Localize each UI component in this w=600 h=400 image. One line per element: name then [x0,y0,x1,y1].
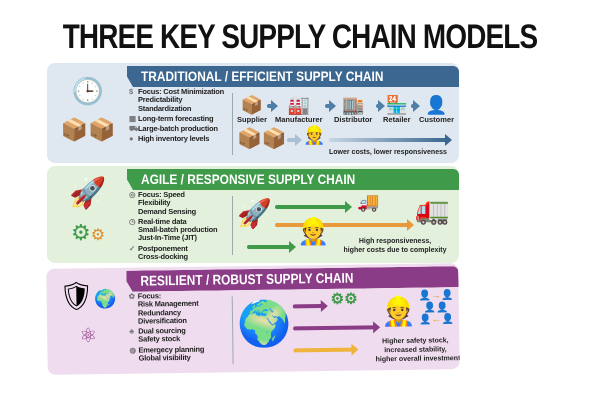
arrow-icon [376,100,385,112]
container-truck-icon: 🚛 [415,194,450,225]
list-item: Real-time data [138,216,187,226]
truck-icon: 🚚 [357,192,380,212]
list-item: Long-term forecasting [138,113,214,123]
list-item: Flexibility [138,198,171,208]
people-icon: ♣ [129,326,134,336]
panel-heading: RESILIENT / ROBUST SUPPLY CHAIN [126,266,458,292]
resilient-features: ✿ Focus: Risk Management Redundancy Dive… [129,291,232,365]
traditional-features: $ Focus: Cost Minimization Predictabilit… [129,87,231,146]
list-item: Demand Sensing [138,206,197,216]
agile-panel: AGILE / RESPONSIVE SUPPLY CHAIN 🚀⚙⚙ ◎ Fo… [47,166,459,263]
node-distributor: 🏬Distributor [334,95,373,124]
traditional-panel: TRADITIONAL / EFFICIENT SUPPLY CHAIN 🕒📦📦… [47,63,459,163]
divider [232,93,233,155]
panel-heading-text: RESILIENT / ROBUST SUPPLY CHAIN [140,269,354,289]
list-item: Small-batch production [138,225,218,235]
rocket-gears-icon: 🚀⚙⚙ [69,177,107,246]
arrow-icon [329,134,452,146]
list-item: Standardization [138,103,192,113]
node-retailer: 🏪Retailer [383,95,411,124]
arrow-icon [411,100,420,112]
list-item: Cross-docking [138,252,188,262]
arrow-icon [325,100,336,112]
boxes-icon: 📦 [240,95,264,115]
arrow-icon [293,347,354,353]
arrow-icon [275,219,414,231]
agile-flow: 🚀 🚚 👷 🚛 High responsiveness,higher costs… [237,192,457,259]
list-item: Focus: Speed [138,190,185,199]
list-item: Large-batch production [138,124,218,134]
agile-features: ◎ Focus: Speed Flexibility Demand Sensin… [129,190,231,263]
panel-heading-text: TRADITIONAL / EFFICIENT SUPPLY CHAIN [141,68,384,84]
node-manufacturer: 🏭Manufacturer [275,95,323,124]
money-bag-icon: ● [129,134,134,144]
arrow-icon [267,100,278,112]
arrow-icon [292,304,323,309]
resilient-panel: RESILIENT / ROBUST SUPPLY CHAIN 🛡🌍⚛ ✿ Fo… [46,263,460,375]
resilient-flow: 🌍 ⚙⚙ 👷 👤→👤👤👤👤←👤 Higher safety stock,incr… [236,290,460,368]
divider [232,196,233,255]
warehouse-icon: 🏬 [341,95,365,115]
store-icon: 🏪 [385,95,408,115]
arrow-icon [287,134,302,146]
clock-icon: ◷ [129,216,136,226]
truck-icon: ⛟ [129,124,139,134]
conveyor-clock-icon: 🕒📦📦 [60,76,116,143]
network-people-icon: 👤→👤👤👤👤←👤 [418,290,455,326]
check-icon: ✓ [129,243,136,253]
flower-icon: ✿ [128,291,135,301]
worker-tablet-icon: 👷 [297,216,330,246]
list-item: Postponement [138,243,188,253]
outcome-text: High responsiveness,higher costs due to … [343,238,447,254]
list-item: Safety stock [138,334,181,345]
page-title: THREE KEY SUPPLY CHAIN MODELS [62,18,538,56]
worker-icon: 👷 [380,295,416,328]
list-item: Global visibility [138,352,191,363]
shield-network-icon: 🛡🌍⚛ [58,280,117,348]
target-icon: ◎ [129,190,136,199]
arrow-icon [293,325,376,331]
arrow-icon [275,201,352,213]
outcome-text: Higher safety stock,increased stability,… [375,337,460,364]
node-customer: 👤Customer [419,95,455,124]
stacked-boxes-icon: 📦📦 [237,128,287,150]
list-item: High inventory levels [138,134,210,144]
gears-icon: ⚙⚙ [330,290,358,308]
dollar-icon: $ [129,87,133,96]
panel-heading-text: AGILE / RESPONSIVE SUPPLY CHAIN [141,171,356,187]
supply-flow: 📦Supplier 🏭Manufacturer 🏬Distributor 🏪Re… [237,90,457,159]
person-icon: 👤 [425,95,448,115]
list-item: Predictability [138,95,183,105]
calendar-icon: ▦ [129,113,136,123]
list-item: Just-In-Time (JIT) [138,233,197,243]
factory-icon: 🏭 [287,95,310,115]
rocket-icon: 🚀 [237,198,272,229]
list-item: Diversification [137,315,187,326]
node-supplier: 📦Supplier [237,95,268,124]
divider [231,296,234,365]
outcome-text: Lower costs, lower responsiveness [329,149,447,156]
panel-heading: TRADITIONAL / EFFICIENT SUPPLY CHAIN [127,66,459,87]
globe-icon: 🌍 [236,299,293,350]
globe-icon: ◍ [129,345,136,355]
worker-icon: 👷 [303,125,326,145]
list-item: Focus: Cost Minimization [138,87,225,96]
arrow-icon [247,241,296,253]
panel-heading: AGILE / RESPONSIVE SUPPLY CHAIN [127,169,459,190]
